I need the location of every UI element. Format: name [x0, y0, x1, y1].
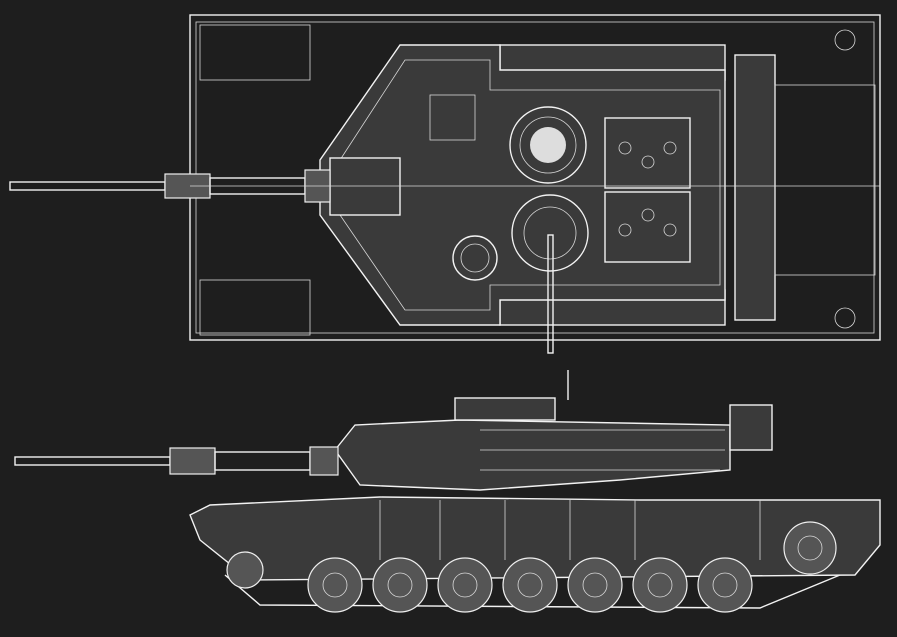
road-wheel	[567, 557, 623, 613]
drive-sprocket	[783, 521, 837, 575]
gunner-sight	[452, 235, 498, 281]
turret-side	[334, 419, 731, 491]
hatch-block-upper	[604, 117, 691, 189]
commander-cupola	[509, 106, 587, 184]
road-wheel	[632, 557, 688, 613]
top-view	[9, 14, 881, 354]
gun-mantlet-top	[329, 157, 401, 216]
loader-hatch	[511, 194, 589, 272]
road-wheel	[307, 557, 363, 613]
cupola-side	[454, 397, 556, 421]
road-wheel	[372, 557, 428, 613]
hull-side	[189, 496, 881, 581]
idler-wheel	[226, 551, 264, 589]
front-track-guard-right	[199, 279, 311, 336]
road-wheels	[307, 557, 753, 613]
loader-mg	[547, 234, 554, 354]
fume-extractor-side	[169, 447, 216, 475]
hatch-block-lower	[604, 191, 691, 263]
side-view	[14, 370, 881, 613]
track	[224, 574, 841, 609]
road-wheel	[437, 557, 493, 613]
gun-barrel-side	[14, 456, 171, 466]
engine-deck	[734, 54, 776, 321]
front-track-guard-left	[199, 24, 311, 81]
road-wheel	[502, 557, 558, 613]
gun-barrel-top	[9, 181, 166, 191]
road-wheel	[697, 557, 753, 613]
bustle-rack	[729, 404, 773, 451]
